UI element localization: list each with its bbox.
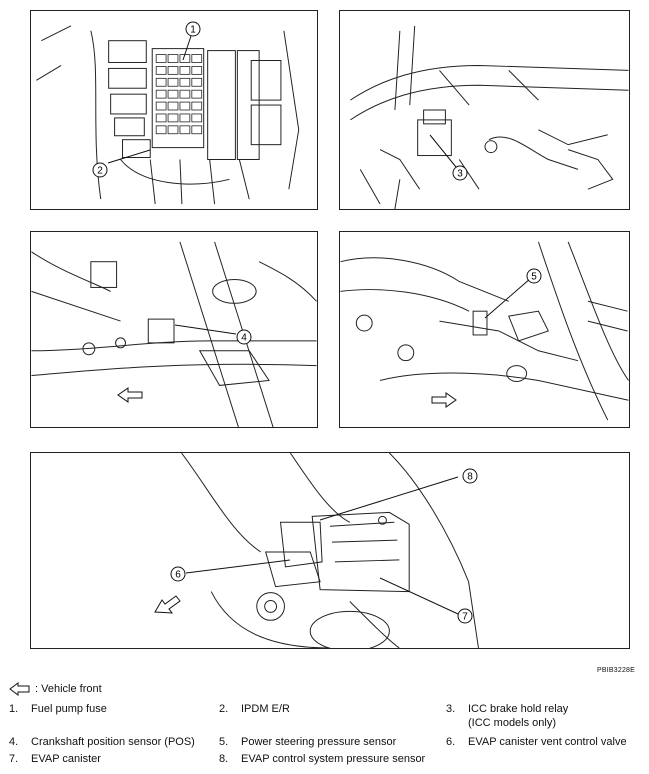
- panel-power-steering-sensor: [339, 231, 630, 428]
- fuse-box-drawing: [36, 25, 300, 205]
- list-item: 1.Fuel pump fuse: [9, 703, 107, 715]
- list-item: 2.IPDM E/R: [219, 703, 290, 715]
- panel-relay: [339, 10, 630, 210]
- list-item: 5.Power steering pressure sensor: [219, 736, 397, 748]
- power-steering-sensor-drawing: [340, 241, 629, 421]
- list-item: 8.EVAP control system pressure sensor: [219, 753, 426, 765]
- legend-vehicle-front: : Vehicle front: [9, 682, 102, 696]
- crankshaft-sensor-drawing: [31, 241, 317, 427]
- list-item: 6.EVAP canister vent control valve: [446, 736, 627, 748]
- panel-evap-canister: [30, 452, 630, 649]
- vehicle-front-arrow-icon: [9, 682, 30, 696]
- evap-canister-drawing: [181, 453, 479, 648]
- relay-drawing: [350, 25, 629, 209]
- panel-crankshaft-sensor: [30, 231, 318, 428]
- figure-code: PBIB3228E: [597, 667, 635, 674]
- panel-fuse-box: [30, 10, 318, 210]
- legend-vehicle-front-label: : Vehicle front: [35, 683, 102, 695]
- list-item: 7.EVAP canister: [9, 753, 101, 765]
- list-item: 4.Crankshaft position sensor (POS): [9, 736, 195, 748]
- list-item: 3.ICC brake hold relay(ICC models only): [446, 703, 569, 729]
